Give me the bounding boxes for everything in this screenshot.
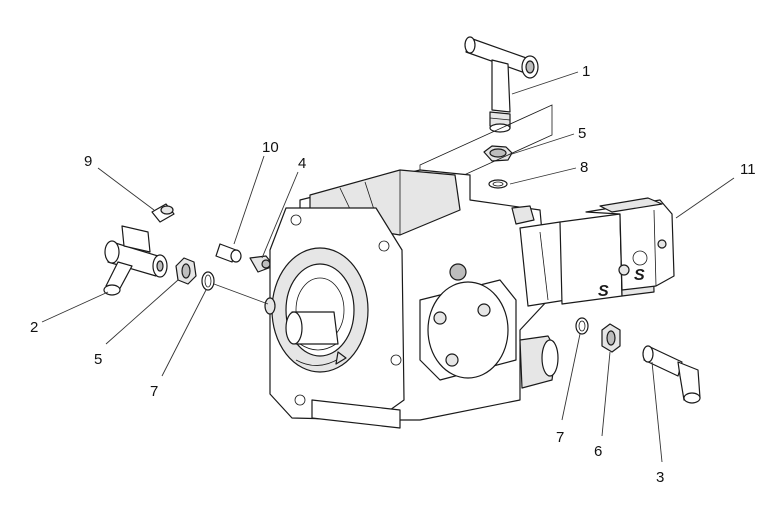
part-7-oring-right (575, 317, 589, 335)
part-5-nut-left (175, 257, 197, 285)
callout-5-top: 5 (578, 125, 586, 142)
callout-11: 11 (740, 161, 756, 178)
plate-mark-2: S (634, 267, 645, 284)
pump-body (264, 169, 567, 429)
callout-labels: 1 5 8 10 4 9 11 2 5 7 7 6 3 (30, 63, 756, 486)
part-1-t-fitting (464, 36, 539, 133)
callout-6: 6 (594, 443, 602, 460)
part-3-elbow (642, 345, 701, 404)
callout-7-right: 7 (556, 429, 564, 446)
callout-7-left: 7 (150, 383, 158, 400)
leader-lines (41, 71, 735, 463)
callout-9: 9 (84, 153, 92, 170)
part-2-t-connector (103, 225, 168, 296)
part-8-washer (488, 179, 508, 189)
part-9-fitting (151, 203, 175, 223)
callout-8: 8 (580, 159, 588, 176)
callout-3: 3 (656, 469, 664, 486)
part-7-oring-left (201, 271, 215, 291)
callout-5-left: 5 (94, 351, 102, 368)
callout-1: 1 (582, 63, 590, 80)
part-5-nut-top (483, 145, 513, 162)
callout-4: 4 (298, 155, 306, 172)
plate-mark-1: S (598, 283, 609, 300)
part-11-gear-pump: S S (559, 197, 675, 305)
part-10-plug (215, 243, 242, 263)
callout-10: 10 (262, 139, 279, 156)
part-6-nut (601, 323, 621, 353)
callout-2: 2 (30, 319, 38, 336)
